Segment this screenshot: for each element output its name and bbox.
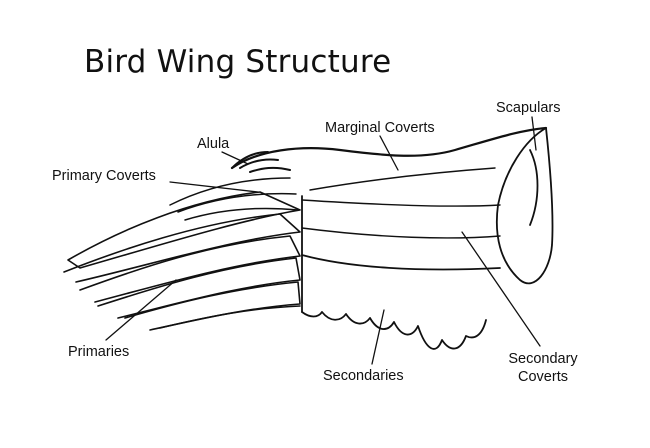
scapulars-feathers	[497, 128, 553, 283]
label-secondary-coverts: Secondary Coverts	[500, 350, 586, 386]
label-primaries: Primaries	[68, 343, 129, 361]
primaries-feathers	[64, 192, 300, 330]
label-secondaries: Secondaries	[323, 367, 404, 385]
leader-lines	[106, 117, 540, 364]
label-secondary-coverts-line2: Coverts	[500, 368, 586, 386]
primary-coverts-leader	[170, 182, 258, 192]
label-primary-coverts: Primary Coverts	[52, 167, 156, 185]
label-marginal-coverts: Marginal Coverts	[325, 119, 435, 137]
diagram-title: Bird Wing Structure	[84, 44, 391, 80]
marginal-coverts-leader	[380, 136, 398, 170]
secondaries-leader	[372, 310, 384, 364]
secondary-coverts-feathers	[302, 168, 500, 238]
label-secondary-coverts-line1: Secondary	[500, 350, 586, 368]
label-alula: Alula	[197, 135, 229, 153]
label-scapulars: Scapulars	[496, 99, 560, 117]
scapulars-leader	[532, 117, 536, 150]
secondaries-feathers	[302, 196, 500, 349]
